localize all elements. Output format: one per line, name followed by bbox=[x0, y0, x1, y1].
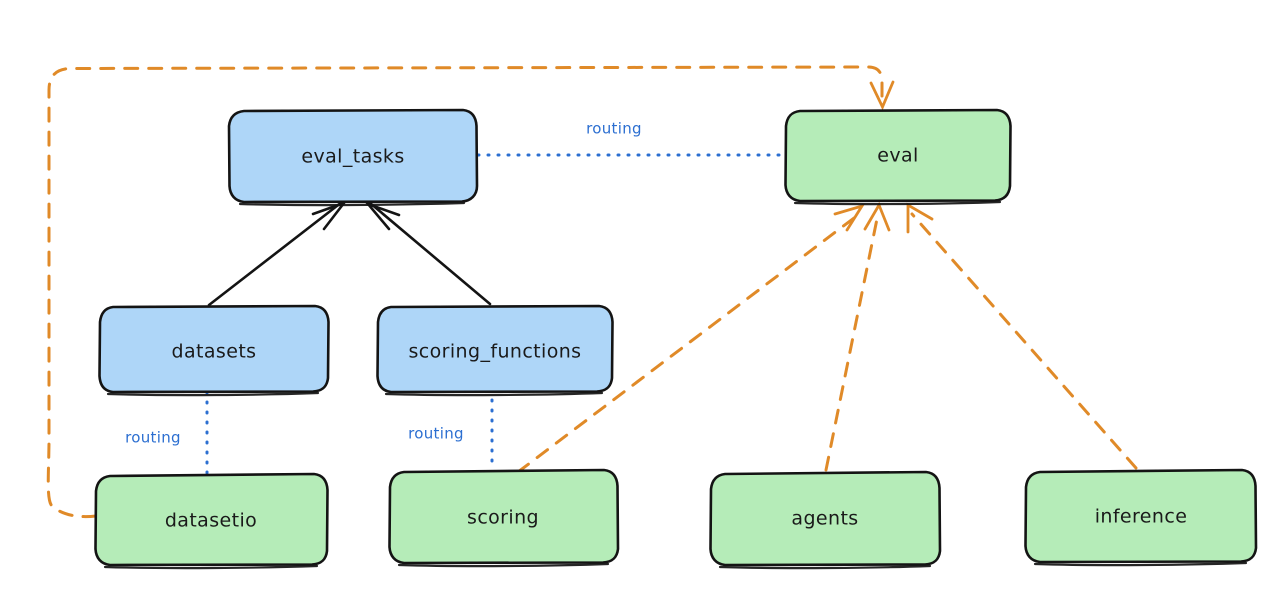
node-datasetio-sketch-underline bbox=[103, 564, 319, 570]
node-scoring-label: scoring bbox=[467, 507, 539, 529]
node-datasetio-label: datasetio bbox=[165, 510, 257, 532]
edge-group-inheritance bbox=[207, 200, 492, 307]
node-agents-sketch-underline bbox=[718, 564, 932, 570]
node-inference-shape bbox=[1024, 468, 1258, 564]
edge-label-group: routing routing routing bbox=[125, 120, 642, 447]
node-eval_tasks-label: eval_tasks bbox=[301, 146, 404, 168]
node-scoring_functions-shape bbox=[376, 304, 614, 394]
node-scoring_functions-label: scoring_functions bbox=[409, 341, 582, 363]
node-datasets-label: datasets bbox=[172, 341, 257, 363]
arrowhead-datasets-eval_tasks bbox=[311, 200, 348, 231]
edge-label-routing-scoring: routing bbox=[408, 425, 464, 443]
edge-scoring-eval bbox=[516, 213, 860, 474]
node-scoring-sketch-underline bbox=[397, 562, 610, 568]
node-eval-shape bbox=[784, 108, 1012, 203]
node-scoring-shape bbox=[388, 468, 620, 565]
node-agents-shape bbox=[709, 470, 942, 567]
node-eval-label: eval bbox=[877, 145, 918, 167]
node-datasetio-shape bbox=[94, 472, 329, 567]
node-datasets[interactable]: datasets bbox=[98, 304, 330, 397]
node-eval_tasks-sketch-underline bbox=[238, 201, 466, 207]
node-datasets-sketch-underline bbox=[106, 391, 320, 397]
node-scoring[interactable]: scoring bbox=[388, 468, 620, 568]
node-inference-sketch-underline bbox=[1033, 561, 1248, 567]
edge-group-routing bbox=[205, 153, 788, 476]
node-agents[interactable]: agents bbox=[709, 470, 942, 570]
arrowhead-scoring_functions-eval_tasks bbox=[363, 201, 401, 231]
node-datasets-shape bbox=[98, 304, 330, 394]
node-eval[interactable]: eval bbox=[784, 108, 1012, 206]
node-eval-sketch-underline bbox=[793, 200, 1002, 206]
node-scoring_functions[interactable]: scoring_functions bbox=[376, 304, 614, 397]
node-scoring_functions-sketch-underline bbox=[384, 391, 604, 397]
edge-datasets-eval_tasks bbox=[207, 200, 344, 307]
edge-scoring_functions-eval_tasks bbox=[368, 201, 492, 306]
node-inference[interactable]: inference bbox=[1024, 468, 1258, 567]
edge-datasetio-eval bbox=[46, 65, 884, 519]
edge-inference-eval bbox=[910, 212, 1138, 470]
edge-label-routing-datasetio: routing bbox=[125, 429, 181, 447]
node-agents-label: agents bbox=[791, 508, 858, 530]
arrowhead-inference-eval bbox=[906, 202, 934, 234]
node-eval_tasks[interactable]: eval_tasks bbox=[227, 108, 479, 207]
edge-agents-eval bbox=[824, 212, 880, 472]
arrowhead-scoring-eval bbox=[833, 203, 866, 232]
node-eval_tasks-shape bbox=[227, 108, 479, 204]
node-inference-label: inference bbox=[1095, 506, 1188, 528]
arrowhead-datasetio-eval bbox=[869, 80, 895, 111]
node-datasetio[interactable]: datasetio bbox=[94, 472, 329, 570]
edge-label-routing-eval: routing bbox=[586, 120, 642, 138]
